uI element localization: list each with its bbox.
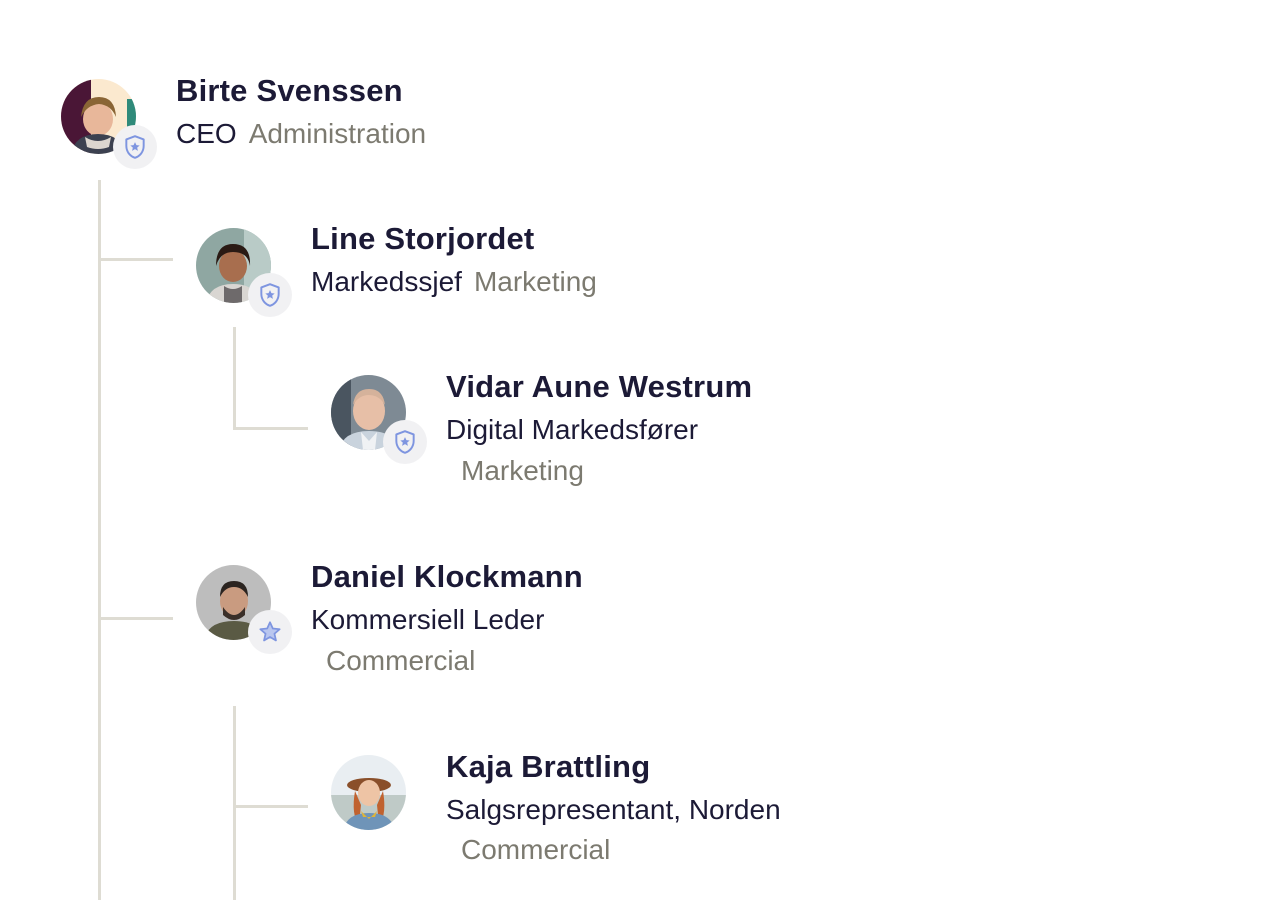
tree-connector	[233, 805, 308, 808]
tree-connector	[98, 617, 173, 620]
person-title: Kommersiell Leder	[311, 604, 545, 635]
tree-connector	[233, 706, 236, 900]
person-meta: CEO Administration	[176, 113, 426, 155]
person-title: CEO	[176, 118, 237, 149]
tree-connector	[233, 427, 308, 430]
avatar[interactable]	[331, 755, 406, 830]
shield-star-icon	[395, 430, 415, 454]
person-department: Commercial	[461, 834, 611, 865]
tree-connector	[98, 180, 101, 900]
star-icon	[259, 621, 281, 642]
badge	[248, 273, 292, 317]
person-name[interactable]: Vidar Aune Westrum	[446, 369, 753, 404]
badge	[248, 610, 292, 654]
shield-star-icon	[260, 283, 280, 307]
person-department: Marketing	[473, 266, 597, 297]
person-department: Marketing	[461, 455, 584, 486]
person-meta: Salgsrepresentant, Norden	[446, 789, 781, 831]
person-meta: Markedssjef Marketing	[311, 261, 597, 303]
person-title: Markedssjef	[311, 266, 462, 297]
person-department: Commercial	[326, 645, 476, 676]
badge	[383, 420, 427, 464]
person-name[interactable]: Kaja Brattling	[446, 749, 651, 784]
badge	[113, 125, 157, 169]
person-name[interactable]: Birte Svenssen	[176, 73, 403, 108]
person-name[interactable]: Line Storjordet	[311, 221, 535, 256]
shield-star-icon	[125, 135, 145, 159]
person-name[interactable]: Daniel Klockmann	[311, 559, 583, 594]
person-department: Administration	[248, 118, 427, 149]
tree-connector	[233, 327, 236, 430]
person-meta: Digital Markedsfører	[446, 409, 698, 451]
person-title: Salgsrepresentant, Norden	[446, 794, 781, 825]
person-meta: Kommersiell Leder	[311, 599, 544, 641]
avatar[interactable]	[61, 79, 136, 154]
tree-connector	[98, 258, 173, 261]
person-title: Digital Markedsfører	[446, 414, 699, 445]
